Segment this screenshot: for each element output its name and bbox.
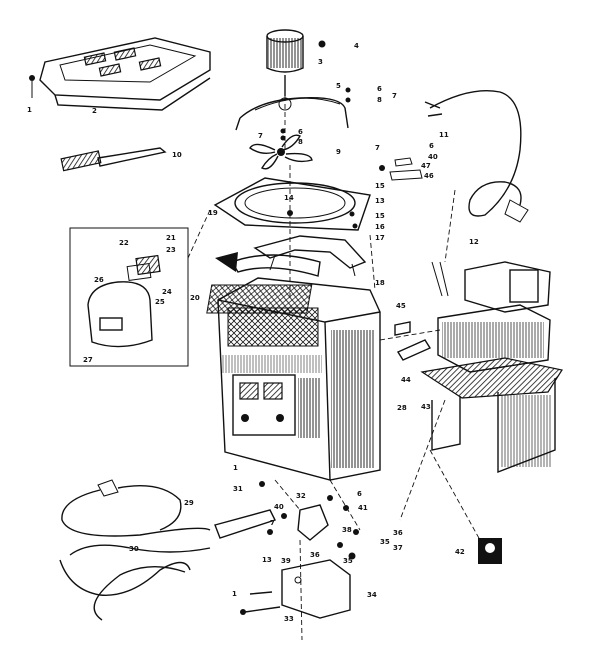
fan-shroud-plate-part bbox=[213, 177, 371, 231]
callout-label: 7 bbox=[392, 92, 397, 100]
cord-clamp-part bbox=[379, 157, 423, 181]
callout-label: 13 bbox=[375, 197, 385, 205]
assembly-lines bbox=[187, 96, 481, 641]
fan-bracket-part bbox=[253, 235, 367, 277]
callout-label: 33 bbox=[284, 615, 294, 623]
mounting-bracket-part bbox=[281, 559, 351, 619]
fan-motor-part bbox=[266, 29, 304, 96]
screw-part bbox=[29, 75, 35, 98]
callout-label: 36 bbox=[393, 529, 403, 537]
terminal-block-part bbox=[297, 504, 329, 541]
callout-label: 17 bbox=[375, 234, 385, 242]
fan-blade-part bbox=[249, 134, 313, 170]
callout-label: 15 bbox=[375, 212, 385, 220]
electrode-holder-part bbox=[61, 479, 276, 539]
warning-label-part bbox=[478, 538, 502, 564]
callout-label: 32 bbox=[296, 492, 306, 500]
ground-cable-part bbox=[59, 544, 211, 621]
callout-label: 6 bbox=[429, 142, 434, 150]
callout-label: 40 bbox=[274, 503, 284, 511]
callout-label: 7 bbox=[375, 144, 380, 152]
callout-label: 6 bbox=[377, 85, 382, 93]
callout-label: 40 bbox=[428, 153, 438, 161]
cabinet-part bbox=[206, 277, 381, 481]
accessory-group-box bbox=[69, 227, 189, 367]
callout-label: 25 bbox=[155, 298, 165, 306]
callout-label: 18 bbox=[375, 279, 385, 287]
wire-brush-part bbox=[60, 147, 167, 172]
callout-label: 8 bbox=[377, 96, 382, 104]
callout-label: 4 bbox=[354, 42, 359, 50]
callout-label: 15 bbox=[375, 182, 385, 190]
filter-lens-part bbox=[126, 254, 161, 282]
callout-label: 6 bbox=[298, 128, 303, 136]
callout-label: 35 bbox=[380, 538, 390, 546]
callout-label: 44 bbox=[401, 376, 411, 384]
callout-label: 12 bbox=[469, 238, 479, 246]
callout-label: 38 bbox=[342, 526, 352, 534]
callout-label: 23 bbox=[166, 246, 176, 254]
callout-label: 14 bbox=[284, 194, 294, 202]
motor-bracket-part bbox=[235, 97, 349, 131]
callout-label: 19 bbox=[208, 209, 218, 217]
callout-label: 31 bbox=[233, 485, 243, 493]
air-baffle-part bbox=[215, 252, 321, 277]
callout-label: 8 bbox=[298, 138, 303, 146]
callout-label: 21 bbox=[166, 234, 176, 242]
callout-label: 46 bbox=[424, 172, 434, 180]
callout-label: 29 bbox=[184, 499, 194, 507]
top-cover-part bbox=[39, 37, 211, 111]
callout-label: 26 bbox=[94, 276, 104, 284]
callout-label: 20 bbox=[190, 294, 200, 302]
callout-label: 10 bbox=[172, 151, 182, 159]
callout-label: 2 bbox=[92, 107, 97, 115]
callout-label: 11 bbox=[439, 131, 449, 139]
callout-label: 34 bbox=[367, 591, 377, 599]
callout-label: 9 bbox=[336, 148, 341, 156]
callout-label: 24 bbox=[162, 288, 172, 296]
callout-label: 27 bbox=[83, 356, 93, 364]
transformer-part bbox=[420, 261, 563, 474]
callout-label: 13 bbox=[262, 556, 272, 564]
callout-label: 37 bbox=[393, 544, 403, 552]
callout-label: 3 bbox=[318, 58, 323, 66]
callout-label: 28 bbox=[397, 404, 407, 412]
callout-label: 35 bbox=[343, 557, 353, 565]
callout-label: 45 bbox=[396, 302, 406, 310]
callout-label: 41 bbox=[358, 504, 368, 512]
callout-label: 39 bbox=[281, 557, 291, 565]
callout-label: 1 bbox=[233, 464, 238, 472]
motor-nut-part bbox=[318, 40, 326, 48]
callout-label: 1 bbox=[27, 106, 32, 114]
callout-label: 42 bbox=[455, 548, 465, 556]
rectifier-part bbox=[394, 321, 432, 361]
callout-label: 36 bbox=[310, 551, 320, 559]
callout-label: 6 bbox=[357, 490, 362, 498]
washer-part bbox=[280, 87, 351, 141]
callout-labels: 1 2 3 4 5 6 8 7 6 7 9 8 10 7 6 11 40 47 … bbox=[27, 42, 479, 623]
callout-label: 5 bbox=[336, 82, 341, 90]
power-cord-part bbox=[424, 90, 529, 223]
callout-label: 43 bbox=[421, 403, 431, 411]
callout-label: 7 bbox=[258, 132, 263, 140]
helmet-part bbox=[87, 281, 153, 348]
bolt-part bbox=[240, 591, 281, 615]
callout-label: 47 bbox=[421, 162, 431, 170]
callout-label: 7 bbox=[270, 519, 275, 527]
callout-label: 30 bbox=[129, 545, 139, 553]
callout-label: 16 bbox=[375, 223, 385, 231]
callout-label: 22 bbox=[119, 239, 129, 247]
callout-label: 1 bbox=[232, 590, 237, 598]
